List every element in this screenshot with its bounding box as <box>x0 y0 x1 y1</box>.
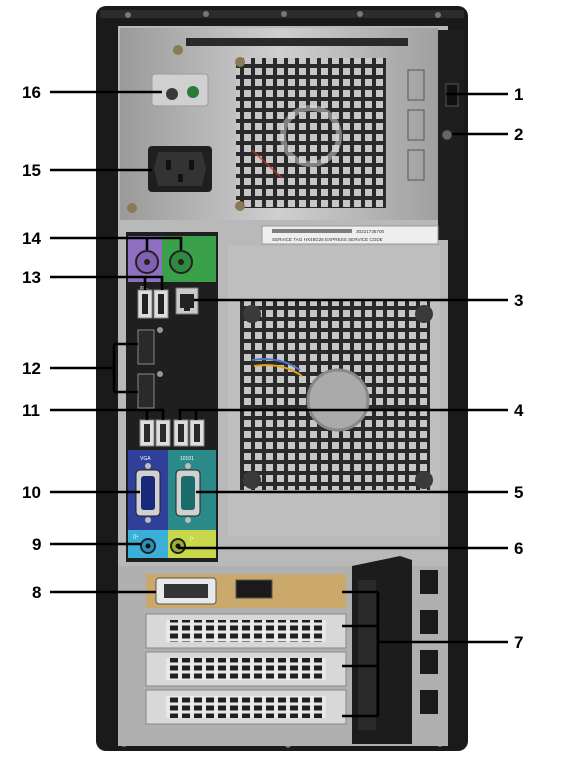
network-jack-icon <box>180 294 194 308</box>
leader-14 <box>50 236 183 250</box>
chassis-screw-icon <box>281 11 287 17</box>
slot-vent-icon <box>166 658 326 680</box>
side-vent-icon <box>420 690 438 714</box>
callout-1: 1 <box>514 85 523 104</box>
bracket-notch <box>407 109 425 141</box>
ps2-pin-icon <box>178 259 184 265</box>
latch-rib <box>358 580 376 730</box>
vga-pins-icon <box>141 476 155 510</box>
power-pin-icon <box>178 174 183 182</box>
displayport-icon <box>157 327 163 333</box>
callout-4: 4 <box>514 401 524 420</box>
chassis-screw-icon <box>357 11 363 17</box>
psu-screw-icon <box>173 45 183 55</box>
chassis-screw-icon <box>435 12 441 18</box>
line-out-symbol: (• <box>190 536 194 542</box>
callout-10: 10 <box>22 483 41 502</box>
callout-7: 7 <box>514 633 523 652</box>
usb-tongue-icon <box>142 294 148 314</box>
vga-screw-icon <box>145 517 151 523</box>
line-in-symbol: ((• <box>133 534 138 540</box>
callout-6: 6 <box>514 539 523 558</box>
callout-5: 5 <box>514 483 523 502</box>
security-cable-slot[interactable] <box>441 129 453 141</box>
system-fan-hub-icon <box>306 368 370 432</box>
psu-fan-grill <box>236 58 386 208</box>
service-tag-barcode-icon <box>272 229 352 233</box>
leader-4 <box>178 408 508 420</box>
slot-vent-icon <box>166 696 326 718</box>
power-pin-icon <box>166 160 171 170</box>
callout-13: 13 <box>22 268 41 287</box>
side-vent-icon <box>420 570 438 594</box>
card-displayport-connector[interactable] <box>235 579 273 599</box>
side-vent-icon <box>420 650 438 674</box>
chassis-screw-icon <box>203 11 209 17</box>
callout-9: 9 <box>32 535 41 554</box>
leader-11 <box>50 408 165 420</box>
fan-grommet-icon <box>243 305 261 323</box>
callout-14: 14 <box>22 229 41 248</box>
chassis-screw-icon <box>125 12 131 18</box>
vga-label: VGA <box>140 456 151 462</box>
callout-3: 3 <box>514 291 523 310</box>
callout-12: 12 <box>22 359 41 378</box>
callout-11: 11 <box>22 401 40 420</box>
serial-screw-icon <box>185 517 191 523</box>
psu-top-slot <box>186 38 408 46</box>
usb-tongue-icon <box>144 424 150 442</box>
serial-screw-icon <box>185 463 191 469</box>
psu-screw-icon <box>235 201 245 211</box>
fan-grommet-icon <box>243 471 261 489</box>
fan-grommet-icon <box>415 471 433 489</box>
leader-13 <box>50 275 164 290</box>
fan-wire <box>251 358 301 371</box>
usb-tongue-icon <box>158 294 164 314</box>
power-supply-unit <box>120 28 438 220</box>
psu-fan-hub-icon <box>280 105 342 167</box>
callout-16: 16 <box>22 83 41 102</box>
callout-leaders <box>50 90 508 718</box>
io-panel: ss← VGA 10101 <box>126 232 218 562</box>
network-latch-icon <box>184 308 190 311</box>
callout-15: 15 <box>22 161 41 180</box>
displayport-connector-1[interactable] <box>137 329 155 365</box>
psu-screw-icon <box>127 203 137 213</box>
fan-grommet-icon <box>415 305 433 323</box>
vga-screw-icon <box>145 463 151 469</box>
side-vent-icon <box>420 610 438 634</box>
expansion-area <box>118 556 448 746</box>
psu-screw-icon <box>235 57 245 67</box>
service-tag-barcode-number: 30221735700 <box>356 229 385 234</box>
fan-wire <box>253 364 303 377</box>
service-tag-text: SERVICE TAG HX48G25 EXPRESS SERVICE CODE <box>272 237 383 242</box>
psu-fan-wire <box>251 149 283 179</box>
serial-label: 10101 <box>180 456 194 462</box>
callout-8: 8 <box>32 583 41 602</box>
power-diagnostic-light-icon <box>187 86 199 98</box>
system-fan-area <box>228 246 440 536</box>
displayport-icon <box>157 371 163 377</box>
usb-tongue-icon <box>178 424 184 442</box>
power-diagnostic-button-icon[interactable] <box>166 88 178 100</box>
slot-vent-icon <box>166 620 326 642</box>
displayport-connector-2[interactable] <box>137 373 155 409</box>
power-diagnostic-panel <box>151 73 209 107</box>
audio-hole-icon <box>145 543 151 549</box>
bracket-notch <box>407 149 425 181</box>
callout-2: 2 <box>514 125 523 144</box>
ps2-pin-icon <box>144 259 150 265</box>
callout-labels: 16 15 14 13 12 11 10 9 8 1 2 3 4 5 6 7 <box>22 83 524 652</box>
serial-pins-icon <box>181 476 195 510</box>
power-pin-icon <box>189 160 194 170</box>
dvi-pins-icon <box>164 584 208 598</box>
usb-tongue-icon <box>160 424 166 442</box>
service-tag-label: 30221735700 SERVICE TAG HX48G25 EXPRESS … <box>261 225 439 245</box>
bracket-notch <box>407 69 425 101</box>
usb-tongue-icon <box>194 424 200 442</box>
